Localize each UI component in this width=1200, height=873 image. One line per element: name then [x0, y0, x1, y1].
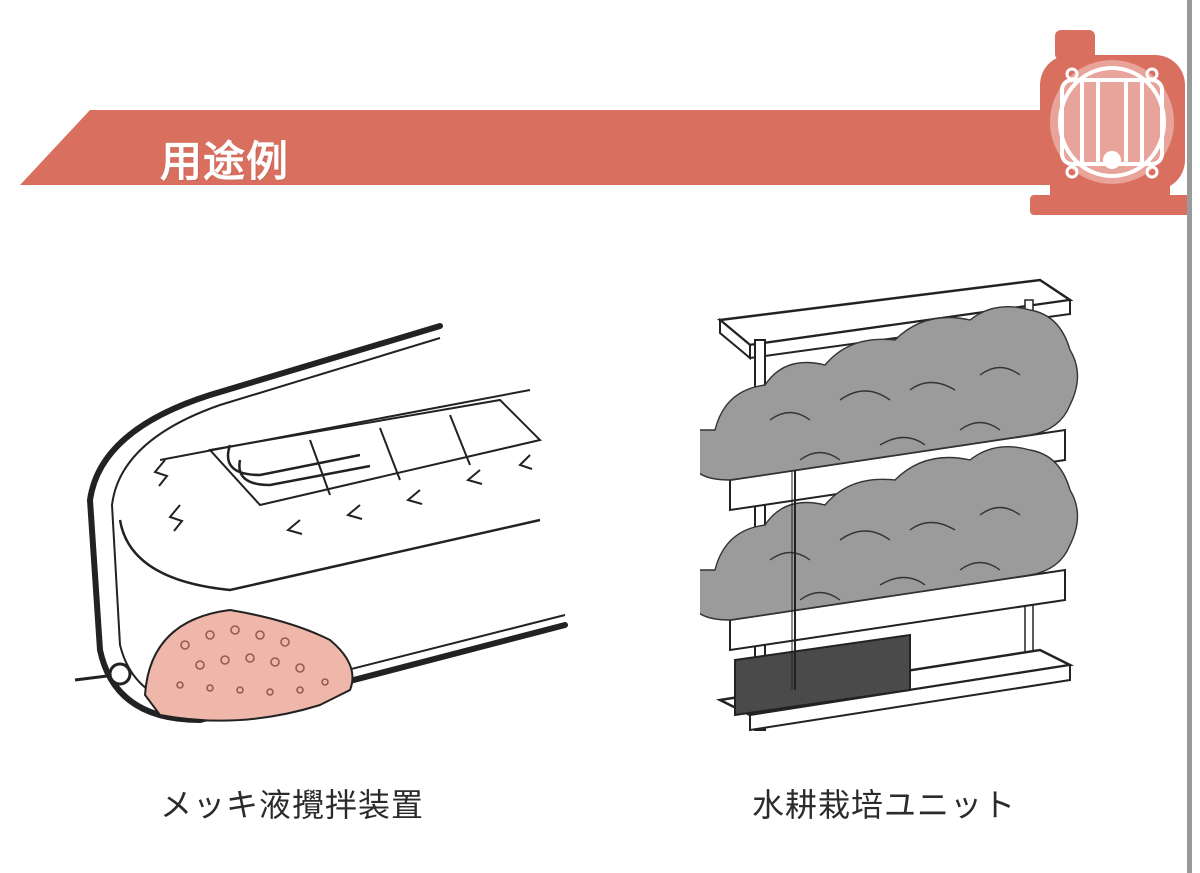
blower-logo-icon	[1030, 30, 1190, 215]
page-edge-divider	[1187, 0, 1192, 873]
example-caption-hydroponic: 水耕栽培ユニット	[752, 786, 1017, 824]
section-header-banner: 用途例	[0, 0, 1200, 230]
hydroponic-unit-illustration	[685, 270, 1100, 770]
banner-shape	[20, 30, 1190, 215]
example-caption-plating: メッキ液攪拌装置	[160, 786, 425, 824]
plating-tank-agitator-illustration	[60, 300, 580, 760]
section-title: 用途例	[160, 137, 290, 186]
